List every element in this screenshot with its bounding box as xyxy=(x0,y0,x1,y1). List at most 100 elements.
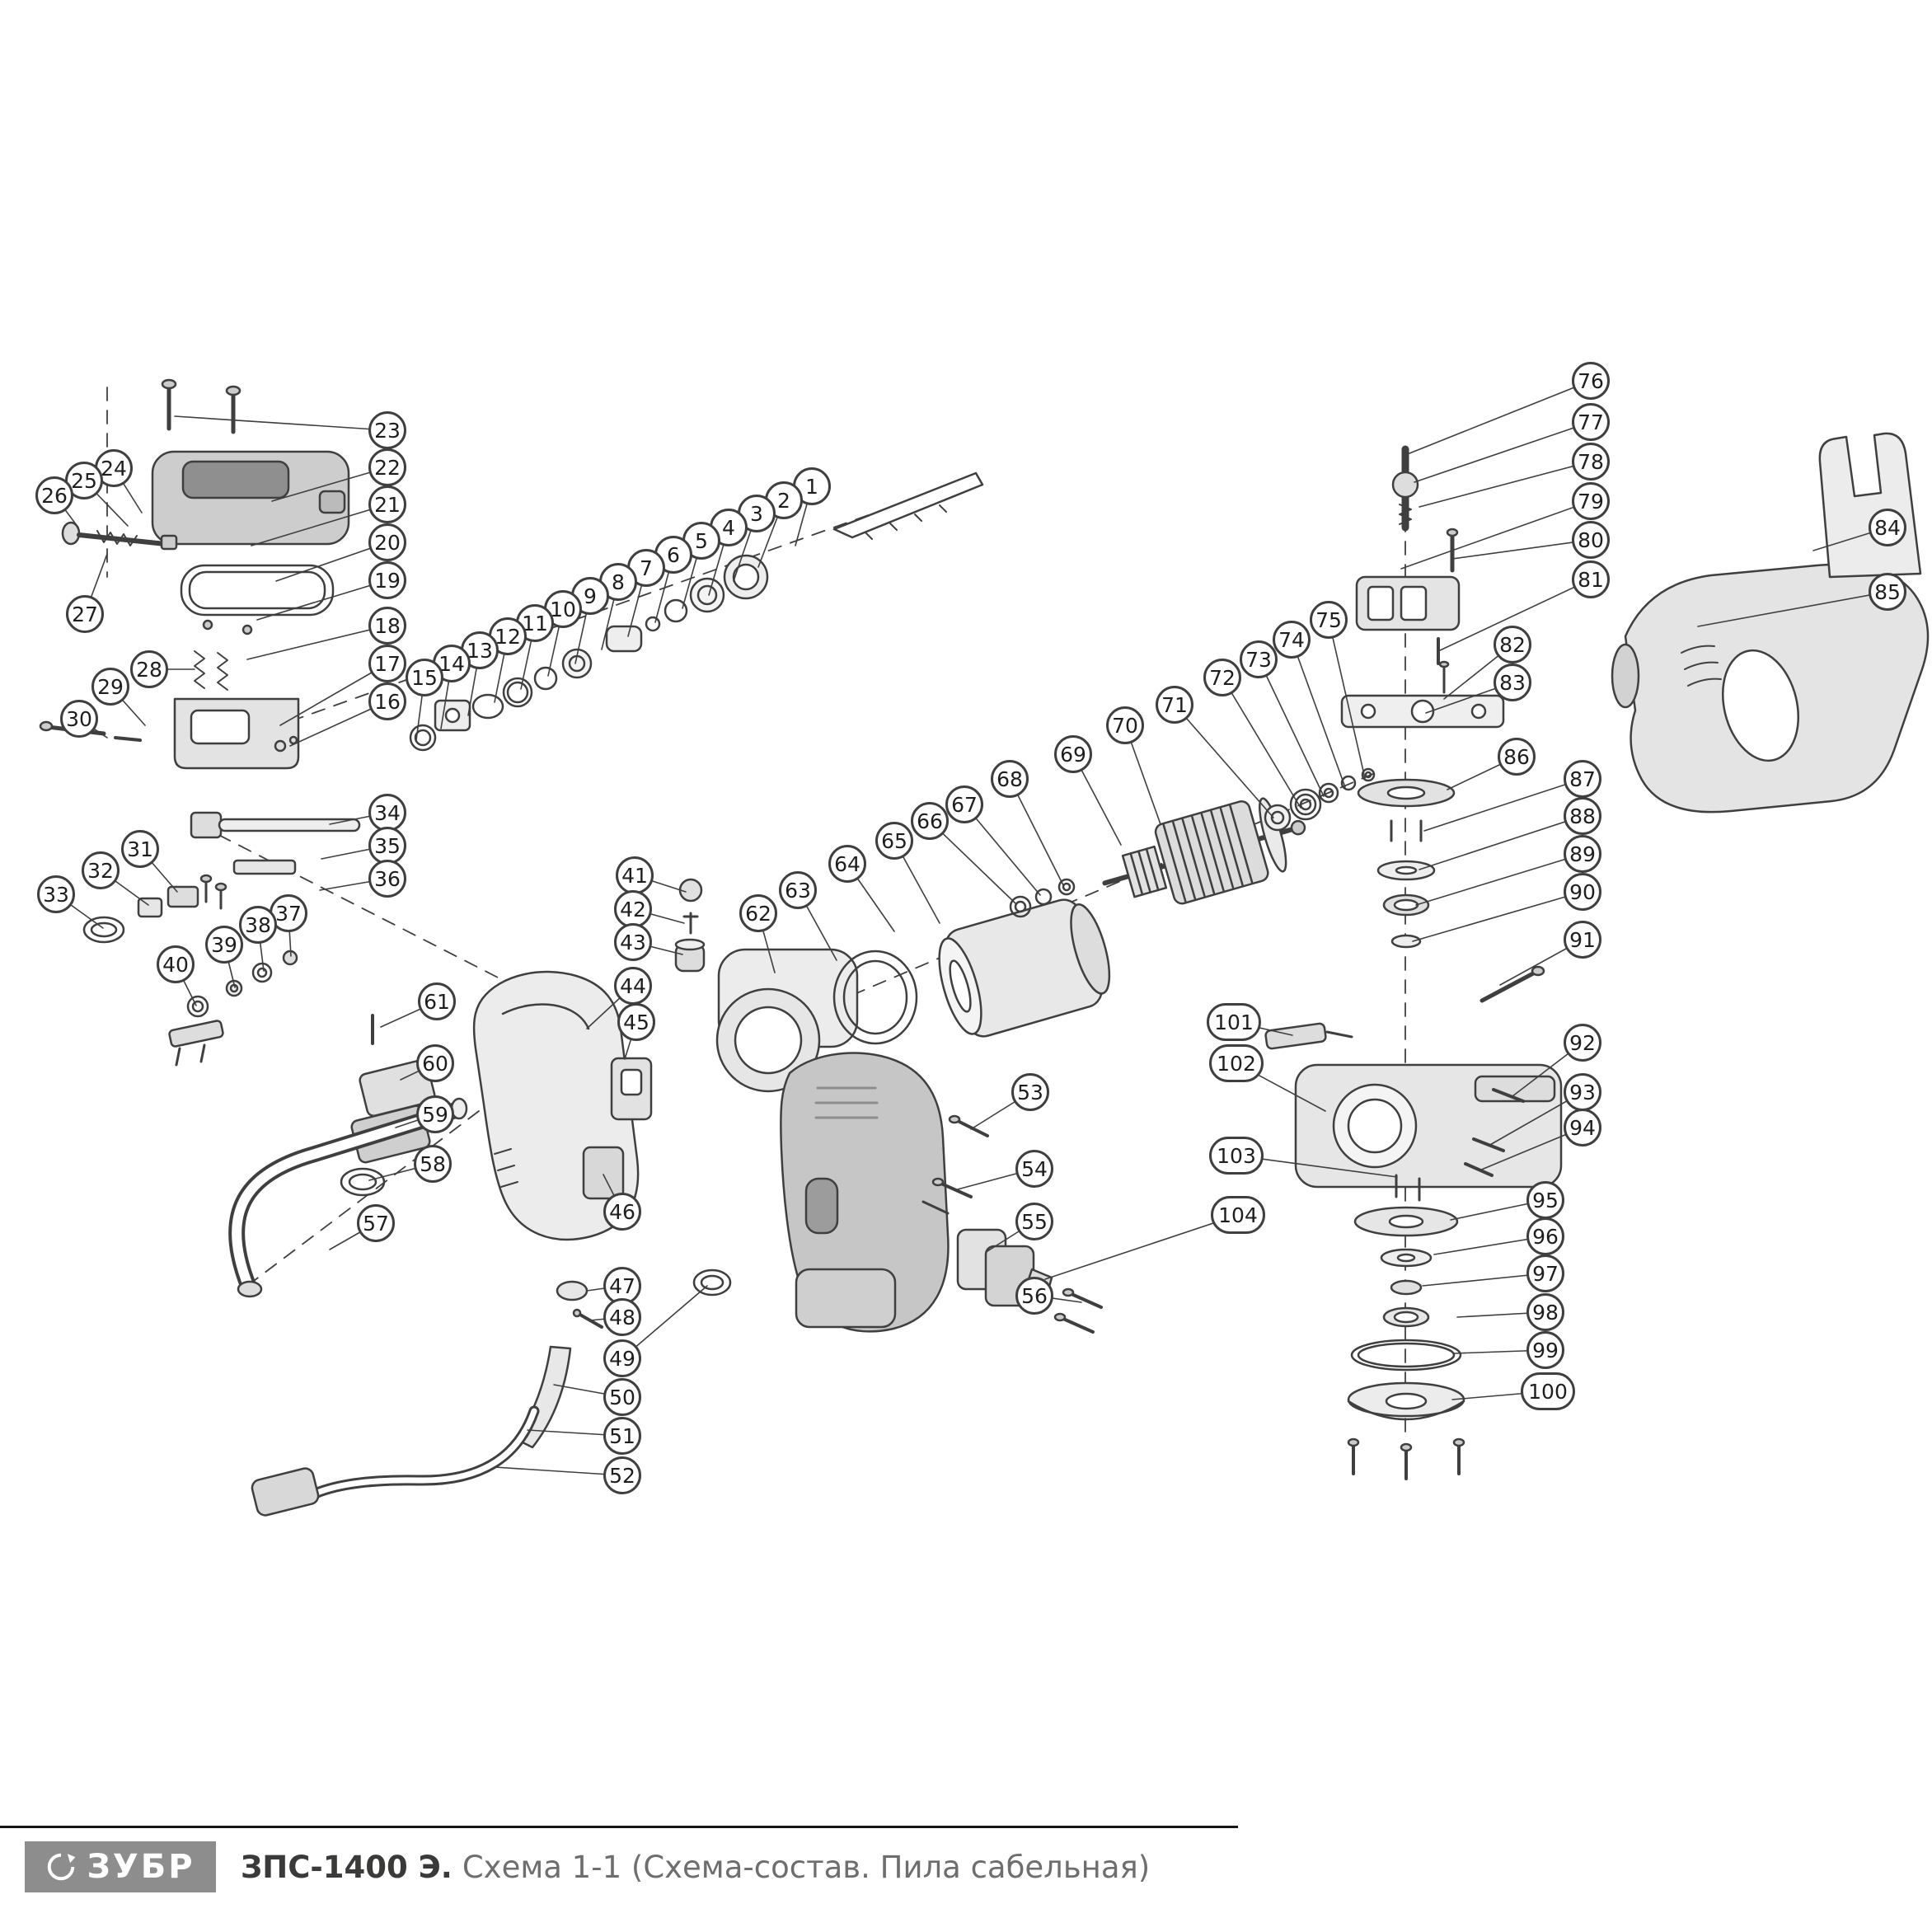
leader-line-2 xyxy=(757,499,785,568)
leader-line-42 xyxy=(632,908,685,924)
leader-line-52 xyxy=(494,1466,623,1476)
leader-line-50 xyxy=(553,1384,623,1398)
gear-head-art xyxy=(715,948,918,1093)
leader-line-95 xyxy=(1450,1199,1546,1221)
leader-line-100 xyxy=(1451,1390,1549,1400)
leader-line-76 xyxy=(1409,380,1592,454)
leader-line-20 xyxy=(275,542,388,582)
leader-line-45 xyxy=(624,1021,637,1060)
leader-line-99 xyxy=(1453,1349,1546,1354)
leader-line-1 xyxy=(795,485,813,546)
leader-line-75 xyxy=(1328,619,1366,779)
leader-line-79 xyxy=(1400,500,1592,570)
leader-line-61 xyxy=(380,1001,438,1028)
leader-line-25 xyxy=(83,480,129,527)
small-washers-art xyxy=(1009,878,1076,918)
rod-assembly-art xyxy=(82,811,361,944)
screw-91-art xyxy=(1479,965,1545,1003)
leader-line-29 xyxy=(110,686,146,726)
leader-line-98 xyxy=(1456,1311,1546,1318)
leader-line-32 xyxy=(100,870,149,906)
fork-art xyxy=(1818,432,1922,579)
leader-line-73 xyxy=(1258,659,1325,797)
fasteners-art xyxy=(168,950,298,1067)
clamp-screws-art xyxy=(921,1114,1103,1334)
leader-line-40 xyxy=(175,964,197,1006)
leader-line-21 xyxy=(251,504,388,546)
leader-line-37 xyxy=(288,912,292,957)
gearbox-art xyxy=(1264,1022,1563,1202)
leader-line-80 xyxy=(1451,539,1592,560)
leader-line-91 xyxy=(1499,939,1583,986)
brand-name: ЗУБР xyxy=(87,1848,195,1886)
leader-line-23 xyxy=(174,415,388,431)
leader-line-88 xyxy=(1419,815,1583,870)
leader-line-41 xyxy=(634,875,687,893)
leader-line-77 xyxy=(1414,421,1592,483)
schema-title: ЗПС-1400 Э. Схема 1-1 (Схема-состав. Пила… xyxy=(241,1850,1150,1885)
leader-line-97 xyxy=(1422,1273,1546,1287)
armature-art xyxy=(1102,797,1306,905)
leader-line-18 xyxy=(246,625,388,660)
bearing-chain-art xyxy=(1264,767,1376,832)
zubr-logo-icon xyxy=(48,1853,76,1881)
lower-washer-stack-art xyxy=(1347,1206,1465,1480)
leader-line-30 xyxy=(78,718,108,739)
leader-line-35 xyxy=(321,845,388,860)
switch-parts-art xyxy=(556,1057,732,1329)
schema-title-model: ЗПС-1400 Э. xyxy=(241,1850,453,1885)
rear-housing-art xyxy=(1611,563,1930,814)
cord-art xyxy=(251,1345,572,1517)
brush-cap-art xyxy=(674,878,706,973)
leader-line-39 xyxy=(223,944,236,988)
spindle-group-art xyxy=(1340,445,1505,729)
leader-line-12 xyxy=(494,635,509,703)
leader-line-86 xyxy=(1447,756,1517,790)
leader-line-74 xyxy=(1291,639,1346,788)
leader-line-16 xyxy=(289,701,388,747)
leader-line-17 xyxy=(279,663,388,726)
leader-line-89 xyxy=(1415,853,1583,906)
leader-line-24 xyxy=(113,467,143,513)
leader-line-85 xyxy=(1697,591,1888,627)
leader-line-64 xyxy=(846,863,895,932)
ring-chain-art xyxy=(409,554,769,752)
saw-blade-art xyxy=(832,471,984,540)
leader-line-66 xyxy=(929,820,1016,904)
leader-line-27 xyxy=(84,553,108,615)
leader-line-47 xyxy=(586,1285,623,1292)
upper-washer-stack-art xyxy=(1357,778,1456,949)
leader-line-11 xyxy=(520,622,536,690)
leader-line-48 xyxy=(589,1316,623,1321)
leader-line-57 xyxy=(329,1222,377,1250)
leader-line-54 xyxy=(954,1168,1035,1191)
leader-line-65 xyxy=(893,840,940,924)
leader-line-78 xyxy=(1419,461,1592,508)
leader-line-31 xyxy=(139,848,178,893)
schema-title-desc: Схема 1-1 (Схема-состав. Пила сабельная) xyxy=(462,1850,1151,1885)
leader-line-49 xyxy=(621,1285,708,1359)
zubr-logo: ЗУБР xyxy=(25,1841,216,1892)
footer-divider xyxy=(0,1826,1238,1828)
leader-line-22 xyxy=(271,467,388,502)
leader-line-26 xyxy=(54,495,79,528)
handle-tube-art xyxy=(228,1097,468,1298)
grip-shell-art xyxy=(780,1052,950,1333)
motor-cover-art xyxy=(151,378,350,635)
shaft-spring-art xyxy=(61,521,178,551)
leader-line-82 xyxy=(1443,644,1513,700)
leader-line-70 xyxy=(1124,724,1161,825)
stator-art xyxy=(938,898,1111,1038)
leader-line-33 xyxy=(55,893,104,929)
leader-line-19 xyxy=(256,579,388,621)
leader-line-96 xyxy=(1433,1236,1546,1255)
leader-line-90 xyxy=(1412,891,1583,942)
leader-line-81 xyxy=(1437,579,1592,652)
leader-line-71 xyxy=(1174,704,1274,818)
leader-line-53 xyxy=(970,1091,1031,1130)
leader-line-104 xyxy=(1044,1214,1239,1280)
leader-line-36 xyxy=(319,878,388,891)
leader-line-87 xyxy=(1423,778,1583,832)
brush-holder-art xyxy=(340,1014,436,1197)
